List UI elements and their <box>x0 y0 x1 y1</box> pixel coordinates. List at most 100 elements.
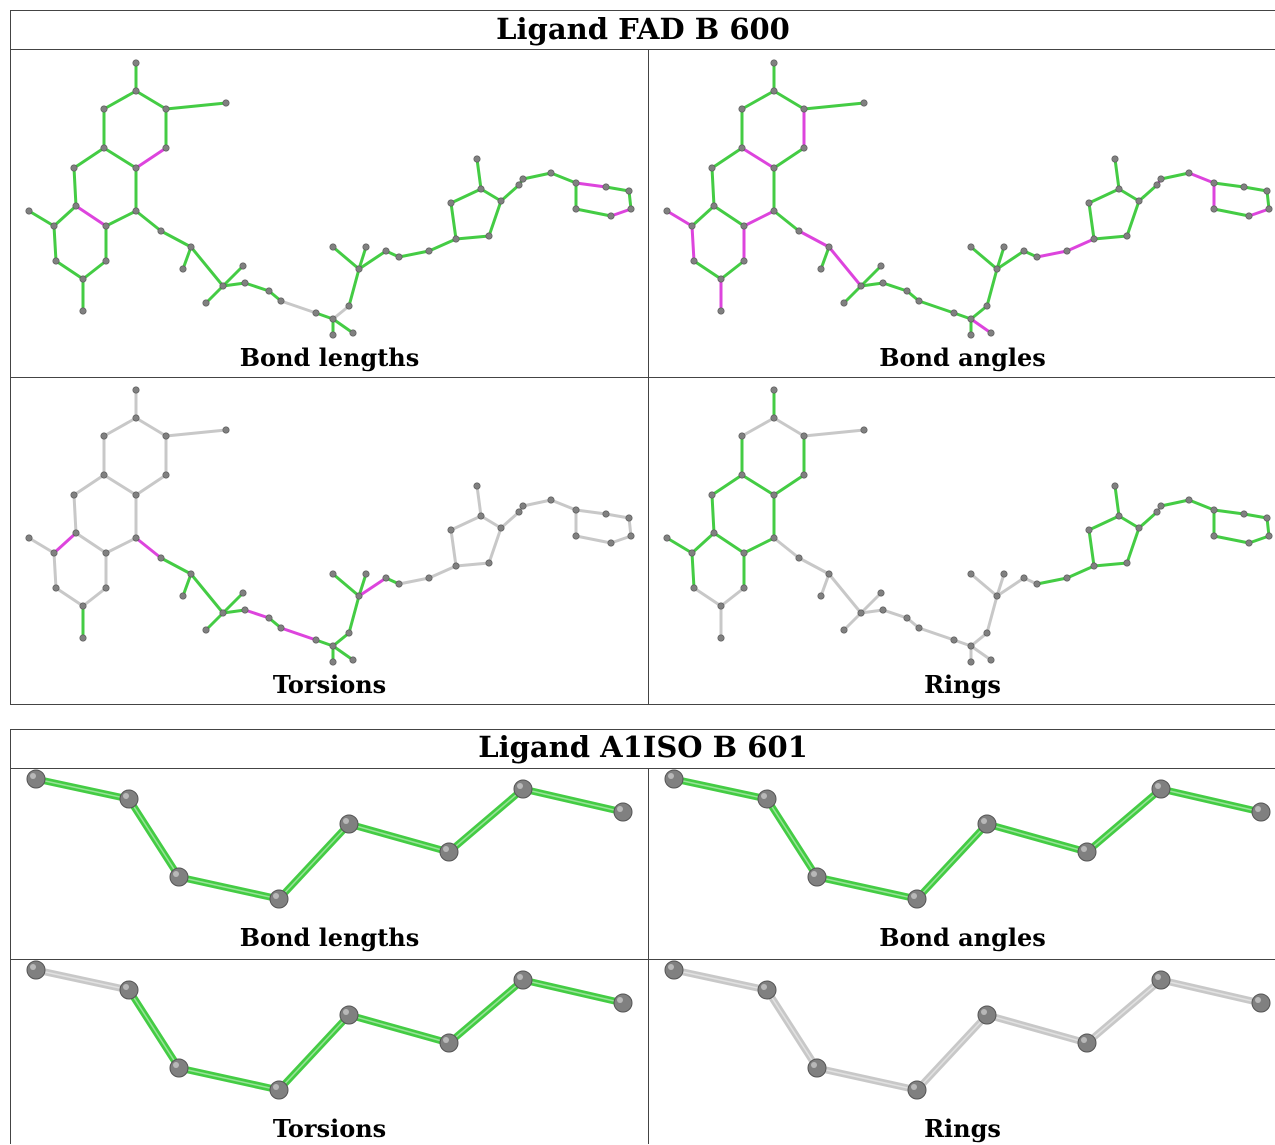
bond-line <box>604 512 631 520</box>
atom-node <box>157 554 165 562</box>
atom-node <box>26 960 46 980</box>
atom-node <box>1240 183 1248 191</box>
atom-highlight <box>1255 806 1261 812</box>
atom-node <box>1123 559 1131 567</box>
bond-line <box>1125 526 1141 565</box>
atom-node <box>740 549 748 557</box>
bond-line <box>331 317 355 335</box>
atom-node <box>663 534 671 542</box>
bond-line <box>102 89 138 111</box>
atom-node <box>1135 197 1143 205</box>
atom-node <box>915 297 923 305</box>
atom-node <box>1033 580 1041 588</box>
bond-line <box>1137 510 1159 530</box>
atom-node <box>102 549 110 557</box>
atom-node <box>102 257 110 265</box>
bond-line <box>454 561 491 568</box>
atom-node <box>907 1080 927 1100</box>
bond-line <box>221 281 247 288</box>
atom-node <box>710 202 718 210</box>
bond-highlight <box>916 1014 988 1091</box>
atom-node <box>1245 539 1253 547</box>
bond-highlight <box>128 798 180 878</box>
atom-node <box>977 814 997 834</box>
atom-node <box>1020 247 1028 255</box>
atom-highlight <box>443 1037 449 1043</box>
atom-node <box>187 243 195 251</box>
atom-node <box>664 960 684 980</box>
atom-node <box>312 636 320 644</box>
atom-node <box>329 658 337 666</box>
atom-node <box>265 287 273 295</box>
atom-node <box>25 534 33 542</box>
bond-line <box>574 207 613 218</box>
atom-node <box>50 549 58 557</box>
panel-bond-angles: Bond angles <box>649 769 1275 959</box>
atom-node <box>329 243 337 251</box>
bond-highlight <box>1160 979 1262 1004</box>
atom-node <box>627 205 635 213</box>
bond-line <box>763 986 821 1072</box>
bond-line <box>357 576 388 598</box>
bond-line <box>1242 185 1269 193</box>
atom-node <box>663 207 671 215</box>
atom-node <box>770 414 778 422</box>
atom-node <box>1240 510 1248 518</box>
atom-node <box>100 432 108 440</box>
atom-node <box>613 993 633 1013</box>
bond-line <box>72 493 78 535</box>
atom-node <box>202 299 210 307</box>
bond-line <box>772 89 806 111</box>
bond-line <box>445 976 527 1047</box>
bond-line <box>797 556 831 576</box>
bond-line <box>574 534 613 545</box>
atom-node <box>717 634 725 642</box>
bond-line <box>740 146 776 170</box>
atom-node <box>485 232 493 240</box>
atom-highlight <box>761 793 767 799</box>
bond-line <box>134 209 163 233</box>
bond-line <box>159 556 193 576</box>
bond-line <box>712 531 746 555</box>
atom-node <box>613 802 633 822</box>
bond-highlight <box>916 823 988 900</box>
a1iso-torsions-diagram <box>26 960 633 1100</box>
bond-line <box>479 187 503 203</box>
bond-line <box>1035 576 1069 586</box>
atom-node <box>738 144 746 152</box>
atom-node <box>807 1058 827 1078</box>
atom-node <box>132 534 140 542</box>
atom-node <box>132 164 140 172</box>
atom-node <box>690 257 698 265</box>
atom-node <box>627 532 635 540</box>
bond-line <box>104 209 138 228</box>
atom-node <box>219 282 227 290</box>
bond-line <box>797 229 831 249</box>
atom-node <box>757 980 777 1000</box>
atom-node <box>877 589 885 597</box>
bond-line <box>1092 234 1129 241</box>
bond-line <box>189 572 225 615</box>
row-divider <box>11 959 1275 960</box>
bond-line <box>813 1064 921 1094</box>
atom-node <box>79 634 87 642</box>
bond-line <box>159 229 193 249</box>
bond-line <box>842 284 863 305</box>
atom-node <box>515 181 523 189</box>
bond-line <box>72 146 106 170</box>
a1iso-rings-diagram <box>664 960 1271 1100</box>
atom-node <box>1265 532 1273 540</box>
bond-line <box>52 551 58 590</box>
bond-highlight <box>35 969 130 991</box>
bond-line <box>445 785 527 856</box>
bond-line <box>995 249 1026 271</box>
atom-node <box>1185 169 1193 177</box>
bond-line <box>842 611 863 632</box>
atom-node <box>903 614 911 622</box>
atom-node <box>879 279 887 287</box>
atom-node <box>439 1033 459 1053</box>
atom-node <box>572 205 580 213</box>
bond-highlight <box>1160 788 1262 813</box>
panel-rings: Rings <box>649 960 1275 1145</box>
atom-node <box>241 279 249 287</box>
